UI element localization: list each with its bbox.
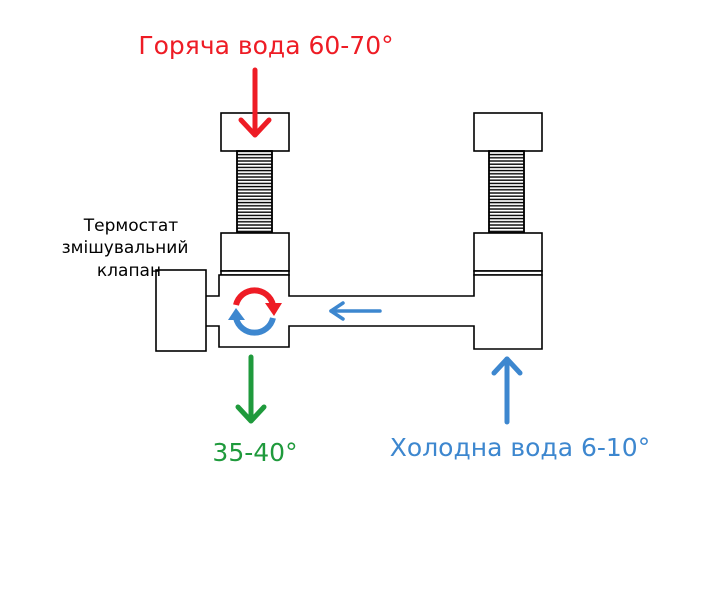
thermostat-knob xyxy=(155,269,207,352)
cold-water-label: Холодна вода 6-10° xyxy=(390,433,650,462)
mixed-water-label: 35-40° xyxy=(212,438,297,467)
thermostat-label-line3: клапан xyxy=(97,261,161,281)
hot-water-arrow-icon xyxy=(238,67,272,138)
hot-water-label: Горяча вода 60-70° xyxy=(138,31,393,60)
cold-flow-arrow-icon xyxy=(329,301,382,321)
hot-inlet-fitting xyxy=(220,112,290,276)
thermostat-label-line1: Термостат xyxy=(83,216,179,236)
cold-inlet-fitting xyxy=(473,112,543,276)
cold-water-arrow-icon xyxy=(491,356,523,425)
thermostat-label-line2: змішувальний xyxy=(62,238,189,258)
mixing-circulation-icon xyxy=(228,287,282,336)
thermostat-label: Термостат змішувальний клапан xyxy=(62,216,189,281)
mixed-water-arrow-icon xyxy=(235,354,267,424)
